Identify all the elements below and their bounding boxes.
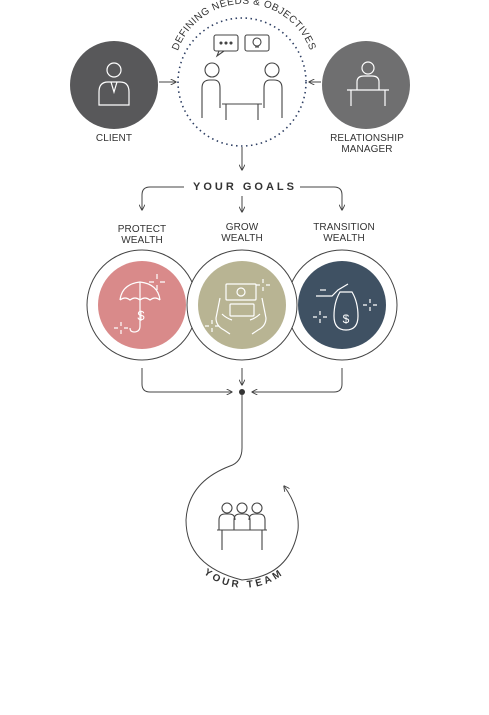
transition-circle <box>298 261 386 349</box>
client-label: CLIENT <box>95 133 133 144</box>
money-hands-icon <box>205 279 270 335</box>
team-icon <box>217 502 267 550</box>
goals-right-branch <box>300 186 342 210</box>
grow-wealth-label: GROW WEALTH <box>221 222 263 244</box>
protect-to-team-line <box>141 368 232 392</box>
client-icon <box>98 62 130 106</box>
manager-desk-icon <box>347 61 389 106</box>
relationship-manager-circle <box>322 41 410 129</box>
goals-left-branch <box>142 186 184 210</box>
defining-needs-title: DEFINING NEEDS & OBJECTIVES <box>170 0 317 52</box>
umbrella-icon: $ <box>114 274 165 334</box>
team-cycle-line <box>185 395 299 581</box>
transition-to-team-line <box>252 368 343 392</box>
svg-text:$: $ <box>137 308 145 323</box>
client-circle <box>70 41 158 129</box>
money-bag-icon: $ <box>313 283 377 331</box>
relationship-manager-label: RELATIONSHIP MANAGER <box>330 133 404 155</box>
protect-circle <box>98 261 186 349</box>
transition-wealth-label: TRANSITION WEALTH <box>313 222 375 244</box>
svg-text:$: $ <box>343 312 350 326</box>
meeting-icon <box>201 34 283 120</box>
grow-circle <box>198 261 286 349</box>
protect-wealth-label: PROTECT WEALTH <box>117 224 167 246</box>
your-goals-title: YOUR GOALS <box>193 181 297 193</box>
merge-dot <box>239 389 245 395</box>
meeting-dotted-circle <box>177 17 307 147</box>
